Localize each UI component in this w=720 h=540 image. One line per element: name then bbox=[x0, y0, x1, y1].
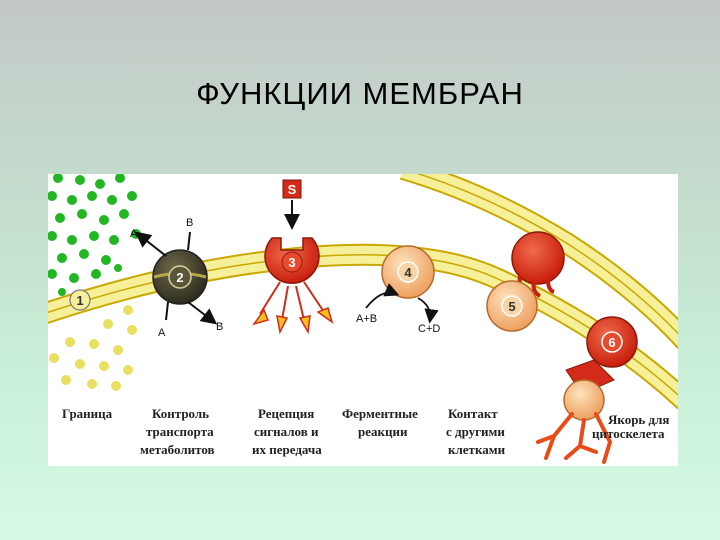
marker-1: 1 bbox=[69, 289, 91, 311]
svg-text:Контакт: Контакт bbox=[448, 406, 498, 421]
svg-text:клетками: клетками bbox=[448, 442, 506, 457]
contact-protein: 5 bbox=[486, 280, 538, 332]
symbol-a-top: A bbox=[130, 228, 138, 240]
slide-title: ФУНКЦИИ МЕМБРАН bbox=[196, 76, 524, 111]
signal-molecule: S bbox=[282, 179, 302, 199]
symbol-b-top: B bbox=[186, 217, 193, 229]
svg-text:1: 1 bbox=[76, 293, 83, 308]
svg-text:6: 6 bbox=[608, 335, 615, 350]
anchor-protein: 6 bbox=[563, 316, 638, 421]
enzyme-protein: 4 bbox=[381, 245, 435, 299]
svg-text:метаболитов: метаболитов bbox=[140, 442, 215, 457]
transporter-protein: 2 bbox=[152, 249, 208, 305]
caption-reception: Рецепция сигналов и их передача bbox=[252, 406, 322, 457]
svg-text:Граница: Граница bbox=[62, 406, 113, 421]
svg-text:Рецепция: Рецепция bbox=[258, 406, 314, 421]
cytoskeleton-fibers bbox=[536, 412, 613, 464]
transport-arrow-a-out bbox=[134, 231, 167, 257]
symbol-a-bottom: A bbox=[158, 327, 166, 339]
svg-text:3: 3 bbox=[288, 255, 295, 270]
yellow-molecules bbox=[49, 305, 137, 391]
caption-boundary: Граница bbox=[62, 406, 113, 421]
enzyme-arrow-in bbox=[365, 283, 400, 309]
caption-enzymatic: Ферментные реакции bbox=[342, 406, 418, 439]
svg-text:с другими: с другими bbox=[446, 424, 505, 439]
svg-text:Контроль: Контроль bbox=[152, 406, 209, 421]
green-molecules bbox=[48, 174, 141, 296]
membrane-diagram-panel: 1 2 A B A B S 3 4 A+B bbox=[48, 174, 678, 466]
caption-contact: Контакт с другими клетками bbox=[446, 406, 506, 457]
svg-text:транспорта: транспорта bbox=[146, 424, 214, 439]
svg-text:2: 2 bbox=[176, 270, 183, 285]
transport-arrow-b-out bbox=[187, 301, 218, 325]
symbol-b-bottom: B bbox=[216, 321, 223, 333]
membrane-diagram: 1 2 A B A B S 3 4 A+B bbox=[48, 174, 678, 464]
svg-text:реакции: реакции bbox=[358, 424, 408, 439]
svg-text:их передача: их передача bbox=[252, 442, 322, 457]
svg-text:сигналов и: сигналов и bbox=[254, 424, 319, 439]
transport-arrow-b-in bbox=[187, 231, 191, 251]
caption-transport: Контроль транспорта метаболитов bbox=[140, 406, 215, 457]
enzyme-arrow-out bbox=[417, 297, 439, 324]
svg-text:Ферментные: Ферментные bbox=[342, 406, 418, 421]
transport-arrow-a-in bbox=[165, 301, 169, 321]
contact-protein-adjacent bbox=[511, 231, 565, 298]
svg-text:S: S bbox=[288, 182, 297, 197]
svg-text:4: 4 bbox=[404, 265, 412, 280]
adjacent-cell-membrane bbox=[399, 174, 678, 350]
symbol-products: C+D bbox=[418, 323, 440, 335]
svg-text:цитоскелета: цитоскелета bbox=[592, 426, 665, 441]
signal-transmission-arrows bbox=[252, 281, 334, 335]
receptor-protein: 3 bbox=[264, 237, 320, 284]
symbol-reactants: A+B bbox=[356, 313, 377, 325]
svg-text:5: 5 bbox=[508, 299, 515, 314]
caption-anchor: Якорь для цитоскелета bbox=[592, 412, 669, 441]
svg-text:Якорь для: Якорь для bbox=[608, 412, 669, 427]
